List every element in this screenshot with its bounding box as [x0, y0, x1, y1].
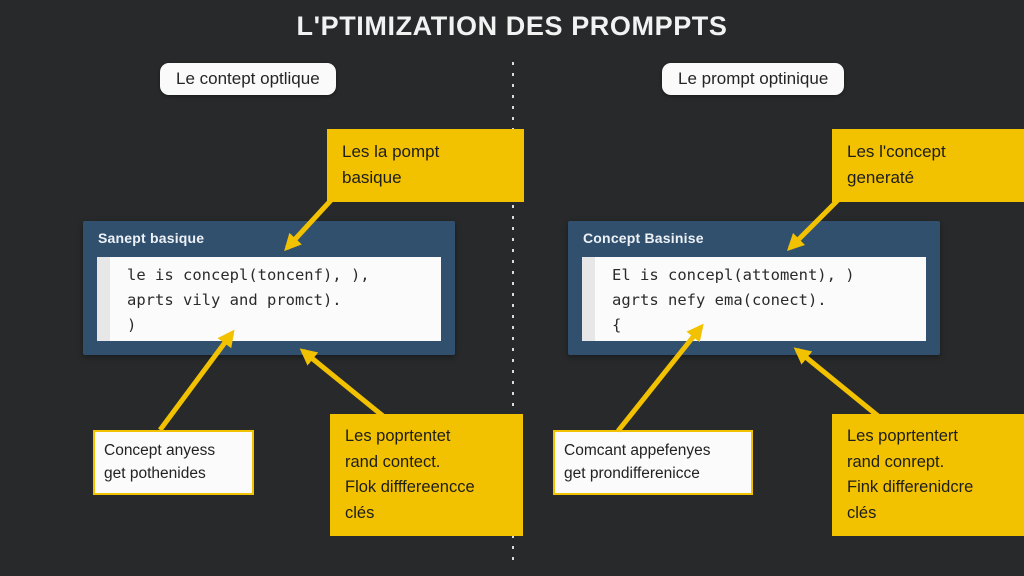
right-bottom-yellow-callout: Les poprtentert rand conrept. Fink diffe… [832, 414, 1024, 537]
left-top-callout: Les la pompt basique [327, 129, 524, 202]
right-code-area: El is concepl(attoment), ) agrts nefy em… [582, 257, 926, 341]
code-line: le is concepl(toncenf), ), [127, 266, 370, 284]
right-header-label: Le prompt optinique [662, 63, 845, 95]
right-code-window: Concept Basinise El is concepl(attoment)… [568, 221, 940, 355]
left-code-area: le is concepl(toncenf), ), aprts vily an… [97, 257, 441, 341]
callout-arrow [299, 348, 385, 418]
page-title: L'PTIMIZATION DES PROMPPTS [296, 11, 728, 41]
callout-arrow [793, 347, 880, 418]
left-bottom-white-callout: Concept anyess get pothenides [93, 430, 254, 495]
code-line: { [612, 316, 622, 334]
right-window-title: Concept Basinise [583, 230, 704, 246]
vertical-dashed-divider [512, 62, 514, 565]
left-code-window: Sanept basique le is concepl(toncenf), )… [83, 221, 455, 355]
right-top-callout: Les l'concept generaté [832, 129, 1024, 202]
code-line: ) [127, 316, 137, 334]
right-bottom-white-callout: Comcant appefenyes get prondifferenicce [553, 430, 753, 495]
left-window-title: Sanept basique [98, 230, 205, 246]
left-bottom-yellow-callout: Les poprtentet rand contect. Flok difffe… [330, 414, 523, 537]
left-header-label: Le contept optlique [160, 63, 336, 95]
code-line: agrts nefy ema(conect). [612, 291, 827, 309]
code-line: El is concepl(attoment), ) [612, 266, 855, 284]
code-line: aprts vily and promct). [127, 291, 342, 309]
